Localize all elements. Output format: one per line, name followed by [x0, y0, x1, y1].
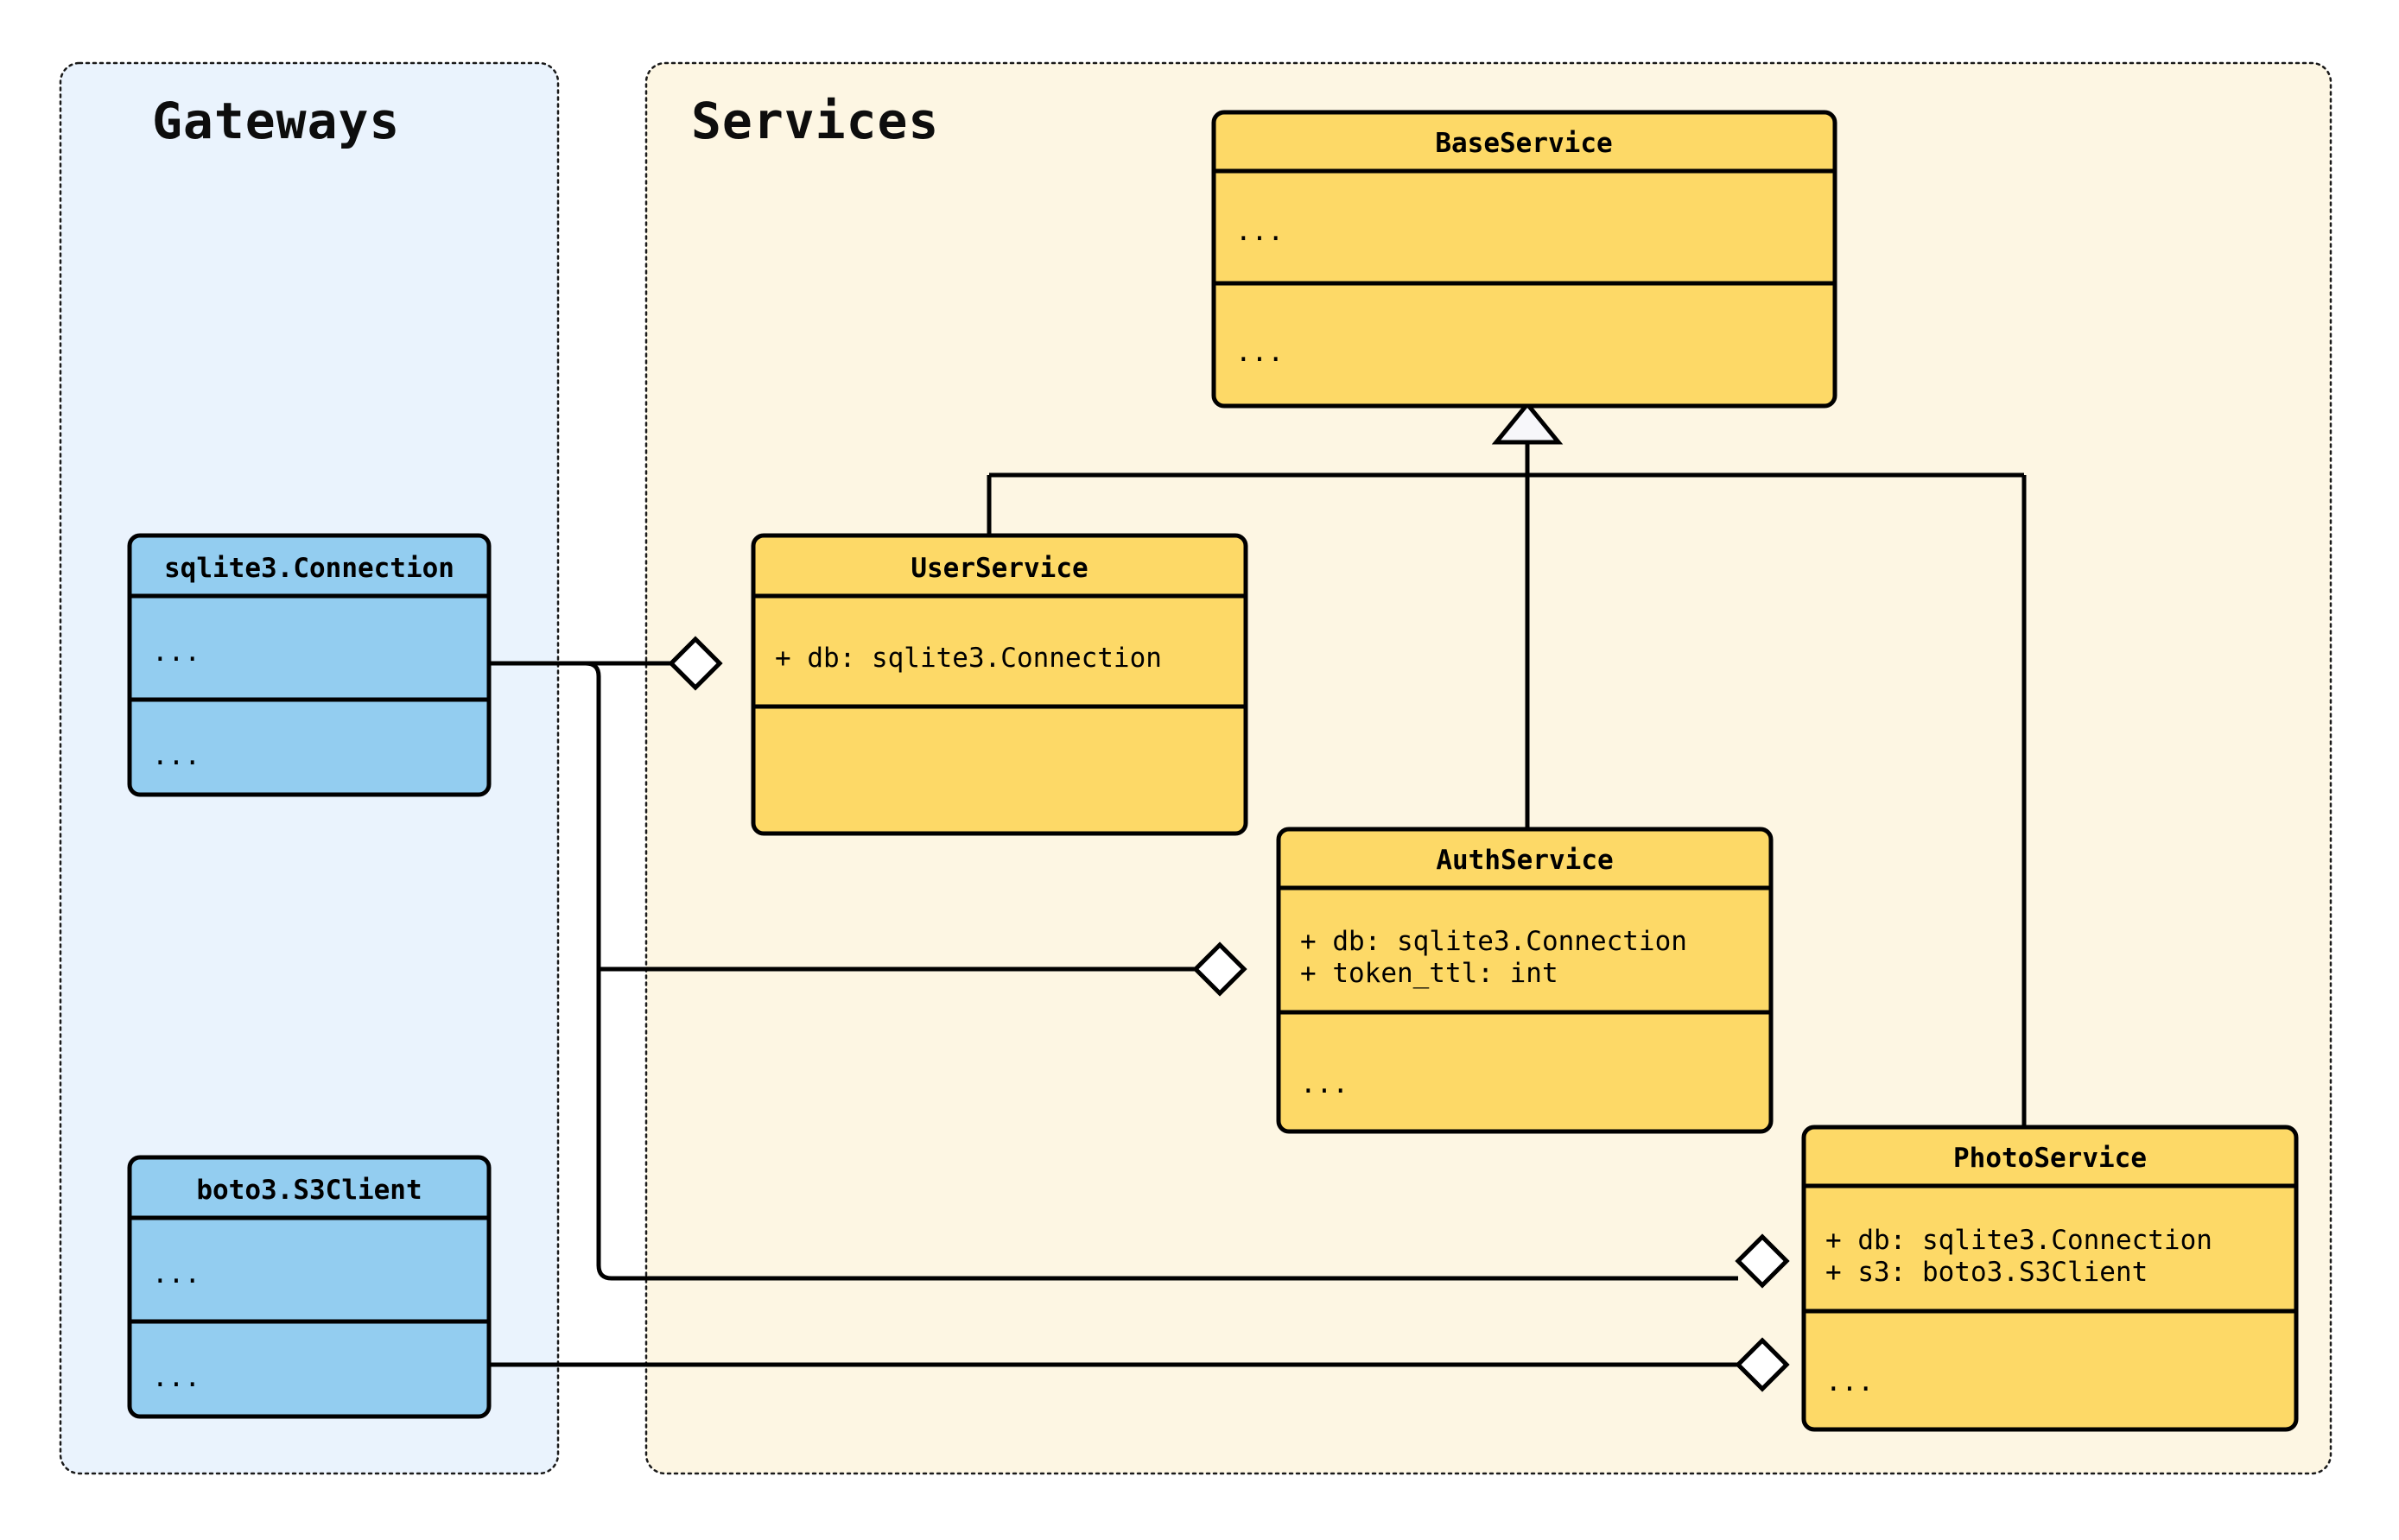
- class-baseservice[interactable]: BaseService ... ...: [1211, 110, 1837, 409]
- generalization-edges: [987, 401, 2027, 1127]
- class-authservice-attribute-0: + db: sqlite3.Connection: [1300, 926, 1687, 957]
- class-userservice-frame: [751, 533, 1248, 836]
- class-photoservice-methods: ...: [1825, 1366, 1874, 1397]
- class-photoservice-attribute-1: + s3: boto3.S3Client: [1825, 1257, 2148, 1288]
- class-authservice[interactable]: AuthService + db: sqlite3.Connection + t…: [1276, 827, 1774, 1134]
- class-photoservice[interactable]: PhotoService + db: sqlite3.Connection + …: [1801, 1125, 2299, 1432]
- aggregation-diamond-overlay: [668, 636, 1790, 1392]
- class-baseservice-frame: [1211, 110, 1837, 409]
- aggregation-diamond-icon: [1735, 1337, 1790, 1392]
- aggregation-diamond-icon: [1192, 941, 1247, 997]
- class-authservice-frame: [1276, 827, 1774, 1134]
- class-boto3-s3client-attributes: ...: [152, 1258, 200, 1290]
- class-userservice-name: UserService: [911, 553, 1088, 584]
- class-sqlite3-connection-name: sqlite3.Connection: [164, 553, 454, 584]
- class-boto3-s3client[interactable]: boto3.S3Client ... ...: [127, 1155, 492, 1419]
- aggregation-diamond-icon: [1735, 1233, 1790, 1289]
- class-userservice[interactable]: UserService + db: sqlite3.Connection: [751, 533, 1248, 836]
- class-photoservice-attribute-0: + db: sqlite3.Connection: [1825, 1225, 2212, 1256]
- class-baseservice-name: BaseService: [1435, 128, 1612, 159]
- class-boto3-s3client-frame: [127, 1155, 492, 1419]
- class-baseservice-methods: ...: [1235, 337, 1284, 368]
- class-userservice-attribute-0: + db: sqlite3.Connection: [775, 643, 1162, 674]
- class-sqlite3-connection[interactable]: sqlite3.Connection ... ...: [127, 533, 492, 797]
- class-sqlite3-connection-frame: [127, 533, 492, 797]
- class-authservice-name: AuthService: [1436, 845, 1613, 876]
- class-baseservice-attributes: ...: [1235, 216, 1284, 247]
- class-sqlite3-connection-methods: ...: [152, 740, 200, 771]
- class-authservice-attribute-1: + token_ttl: int: [1300, 958, 1558, 989]
- package-gateways-title: Gateways: [152, 92, 400, 150]
- class-authservice-methods: ...: [1300, 1068, 1349, 1100]
- package-services-frame: [644, 61, 2332, 1475]
- aggregation-diamond-icon: [668, 636, 723, 691]
- generalization-arrowhead-icon: [1491, 401, 1564, 445]
- package-services-title: Services: [691, 92, 939, 150]
- package-services[interactable]: Services: [644, 61, 2332, 1475]
- class-boto3-s3client-name: boto3.S3Client: [196, 1175, 422, 1206]
- class-boto3-s3client-methods: ...: [152, 1362, 200, 1393]
- class-photoservice-frame: [1801, 1125, 2299, 1432]
- class-sqlite3-connection-attributes: ...: [152, 637, 200, 668]
- class-photoservice-name: PhotoService: [1953, 1143, 2147, 1174]
